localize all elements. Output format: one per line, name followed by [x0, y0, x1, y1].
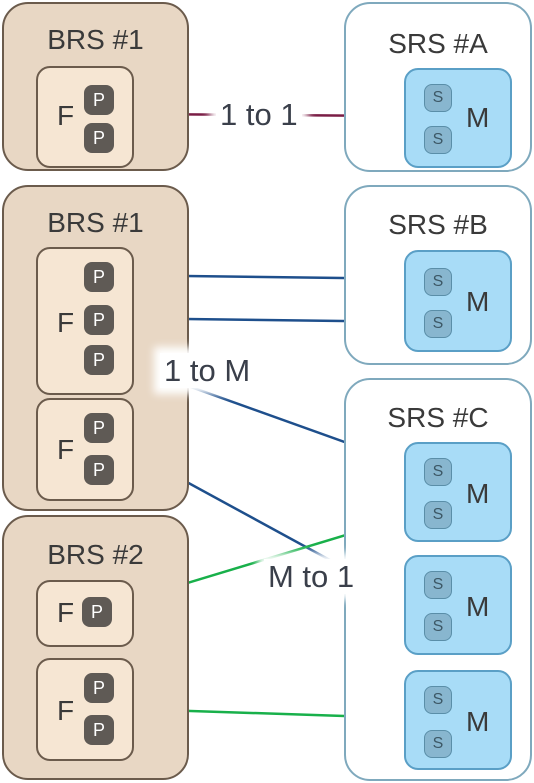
p-port[interactable]: P — [84, 85, 114, 115]
srs-group-c: SRS #C S S M S S M S S M — [344, 378, 532, 781]
s-port[interactable]: S — [424, 310, 452, 338]
p-port[interactable]: P — [84, 262, 114, 292]
srs-group-b: SRS #B S S M — [344, 185, 532, 365]
p-port[interactable]: P — [84, 305, 114, 335]
p-port[interactable]: P — [84, 413, 114, 443]
m-entity[interactable]: S S M — [404, 68, 512, 168]
f-entity-label: F — [57, 307, 75, 338]
f-entity[interactable]: F P P P — [36, 247, 134, 395]
f-entity-label: F — [57, 434, 75, 465]
brs-group-2: BRS #1 F P P P F P P — [2, 185, 189, 511]
p-port[interactable]: P — [82, 597, 112, 627]
m-entity-label: M — [466, 591, 490, 622]
s-port[interactable]: S — [424, 458, 452, 486]
brs-group-title: BRS #2 — [47, 539, 144, 570]
many-to-one-label: M to 1 — [264, 559, 359, 594]
brs-group-title: BRS #1 — [47, 207, 144, 238]
p-port[interactable]: P — [84, 455, 114, 485]
s-port[interactable]: S — [424, 686, 452, 714]
brs-group-1: BRS #1 F P P — [2, 2, 189, 171]
p-port[interactable]: P — [84, 123, 114, 153]
s-port[interactable]: S — [424, 126, 452, 154]
s-port[interactable]: S — [424, 268, 452, 296]
m-entity-label: M — [466, 286, 490, 317]
p-port[interactable]: P — [84, 345, 114, 375]
f-entity[interactable]: F P — [36, 580, 134, 647]
f-entity-label: F — [57, 597, 75, 628]
srs-group-title: SRS #B — [388, 209, 488, 240]
m-entity[interactable]: S S M — [404, 555, 512, 655]
srs-group-title: SRS #C — [387, 402, 489, 433]
srs-group-a: SRS #A S S M — [344, 2, 532, 172]
srs-group-title: SRS #A — [388, 28, 488, 59]
m-entity-label: M — [466, 478, 490, 509]
m-entity[interactable]: S S M — [404, 442, 512, 542]
f-entity[interactable]: F P P — [36, 66, 134, 168]
m-entity[interactable]: S S M — [404, 250, 512, 352]
s-port[interactable]: S — [424, 571, 452, 599]
brs-group-title: BRS #1 — [47, 24, 144, 55]
m-entity-label: M — [466, 706, 490, 737]
f-entity-label: F — [57, 695, 75, 726]
s-port[interactable]: S — [424, 613, 452, 641]
f-entity[interactable]: F P P — [36, 658, 134, 761]
m-entity[interactable]: S S M — [404, 670, 512, 770]
one-to-many-label: 1 to M — [160, 353, 255, 388]
s-port[interactable]: S — [424, 84, 452, 112]
m-entity-label: M — [466, 102, 490, 133]
s-port[interactable]: S — [424, 501, 452, 529]
one-to-one-label: 1 to 1 — [216, 97, 302, 132]
s-port[interactable]: S — [424, 730, 452, 758]
f-entity[interactable]: F P P — [36, 398, 134, 501]
f-entity-label: F — [57, 100, 75, 131]
p-port[interactable]: P — [84, 715, 114, 745]
brs-group-3: BRS #2 F P F P P — [2, 515, 189, 780]
p-port[interactable]: P — [84, 673, 114, 703]
